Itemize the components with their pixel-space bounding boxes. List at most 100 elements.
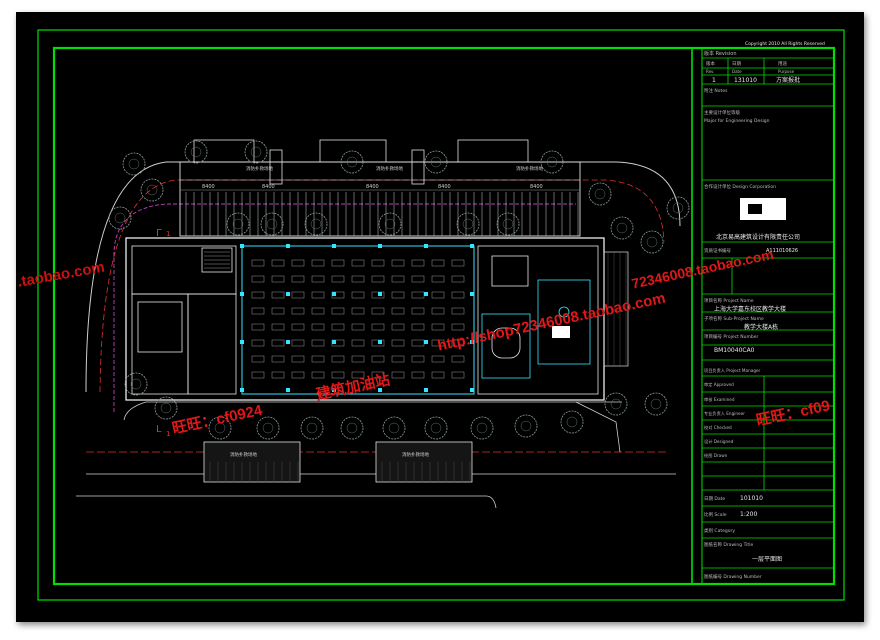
structural-column — [470, 244, 474, 248]
desk — [271, 339, 285, 347]
road-edge-bottom-2 — [76, 495, 497, 509]
tree-symbol — [122, 152, 146, 176]
desk — [371, 307, 385, 315]
desk — [271, 275, 285, 283]
structural-column — [378, 340, 382, 344]
structural-column — [424, 388, 428, 392]
site-boundary-red — [99, 179, 665, 393]
tree-symbol — [382, 416, 406, 440]
company-logo — [740, 198, 786, 220]
desk — [391, 339, 405, 347]
desk — [451, 275, 465, 283]
tree-canopy-core — [130, 378, 142, 390]
tree-canopy-core — [128, 158, 140, 170]
desk — [431, 323, 445, 331]
sig-project-manager: 项目负责人 Project Manager — [704, 367, 761, 374]
drawing-title-label: 图纸名称 Drawing Title — [704, 541, 753, 548]
desk — [451, 371, 465, 379]
title-block: Copyright 2010 All Rights Reserved 版本 Re… — [691, 41, 835, 585]
desk — [351, 323, 365, 331]
tree-symbol — [604, 392, 628, 416]
cooperation-label: 合作设计单位 Design Corporation — [704, 183, 776, 190]
desk — [431, 291, 445, 299]
tree-canopy-core — [650, 398, 662, 410]
desk — [271, 371, 285, 379]
tree-symbol — [540, 150, 564, 174]
tree-canopy-core — [306, 422, 318, 434]
structural-column — [240, 244, 244, 248]
desk — [291, 291, 305, 299]
structural-column — [470, 388, 474, 392]
desk — [311, 371, 325, 379]
desk — [351, 307, 365, 315]
project-number-value: BM10040CA0 — [714, 347, 755, 354]
desk — [411, 339, 425, 347]
fire-lane-label-1: 消防扑救场地 — [246, 165, 273, 172]
desk — [251, 371, 265, 379]
stair-core-left — [201, 247, 233, 273]
fire-lane-label-2: 消防扑救场地 — [376, 165, 403, 172]
bay-dim-4: 8400 — [438, 184, 451, 190]
desk — [391, 259, 405, 267]
structural-column — [240, 388, 244, 392]
tree-canopy-core — [594, 188, 606, 200]
desk — [251, 323, 265, 331]
tree-symbol — [140, 178, 164, 202]
meeting-table — [491, 327, 521, 359]
inner-frame — [52, 46, 836, 586]
desk — [331, 323, 345, 331]
structural-column — [240, 340, 244, 344]
desk — [411, 291, 425, 299]
tree-canopy-core — [190, 146, 202, 158]
desk — [271, 307, 285, 315]
certificate-value: A111010626 — [766, 248, 798, 254]
desk — [271, 323, 285, 331]
tree-canopy-core — [114, 212, 126, 224]
tree-canopy-core — [346, 422, 358, 434]
entry-block-3 — [457, 139, 529, 163]
revision-col-rev: 版本 — [706, 60, 715, 67]
desk — [351, 371, 365, 379]
desk — [431, 371, 445, 379]
bay-dim-1: 8400 — [202, 184, 215, 190]
road-edge-top — [85, 161, 681, 393]
tree-canopy-core — [546, 156, 558, 168]
tree-symbol — [226, 212, 250, 236]
desk — [451, 355, 465, 363]
landscape-trees — [108, 140, 690, 440]
tree-canopy-core — [672, 202, 684, 214]
meeting-room — [481, 313, 531, 379]
tree-symbol — [340, 150, 364, 174]
desk — [271, 259, 285, 267]
desk — [291, 259, 305, 267]
structural-column — [424, 292, 428, 296]
desk — [371, 355, 385, 363]
tree-symbol — [340, 416, 364, 440]
site-plan: 消防扑救场地 消防扑救场地 消防扑救场地 8400 8400 8400 8400… — [76, 139, 690, 509]
tree-canopy-core — [430, 156, 442, 168]
date-label: 日期 Date — [704, 496, 725, 502]
tree-symbol — [378, 212, 402, 236]
left-wing-room-b — [187, 293, 237, 395]
structural-column — [470, 340, 474, 344]
structural-column — [470, 292, 474, 296]
left-wing-room-a — [131, 293, 189, 395]
drawing-number-label: 图纸编号 Drawing Number — [704, 573, 762, 580]
bottom-lane-hatch — [209, 462, 471, 482]
desk — [371, 323, 385, 331]
desk — [331, 307, 345, 315]
desk — [251, 275, 265, 283]
desk — [311, 323, 325, 331]
tree-canopy-core — [566, 416, 578, 428]
bay-dim-2: 8400 — [262, 184, 275, 190]
structural-column — [378, 388, 382, 392]
structural-column — [286, 340, 290, 344]
desk — [451, 323, 465, 331]
structural-column — [378, 244, 382, 248]
desk — [291, 371, 305, 379]
sig-examined: 审核 Examined — [704, 396, 735, 403]
structural-column — [286, 292, 290, 296]
lobby-sign — [552, 326, 570, 338]
desk — [391, 323, 405, 331]
parking-stripes — [185, 192, 579, 236]
